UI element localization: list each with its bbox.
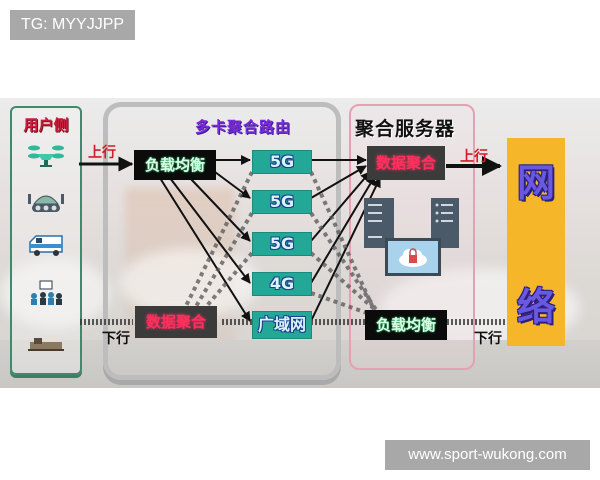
- downlink-label-user: 下行: [102, 331, 130, 347]
- van-icon: [29, 235, 63, 256]
- background-cloud: [0, 258, 110, 328]
- downlink-label-server: 下行: [474, 331, 502, 347]
- uplink-label-server: 上行: [460, 149, 488, 165]
- link-5g-3: 5G: [252, 232, 312, 256]
- link-4g: 4G: [252, 272, 312, 296]
- uplink-label-user: 上行: [88, 145, 116, 161]
- link-5g-1: 5G: [252, 150, 312, 174]
- background-ground: [0, 340, 600, 388]
- router-title: 多卡聚合路由: [195, 118, 292, 136]
- user-side-panel: 用户侧: [10, 106, 82, 375]
- router-load-balancer: 负载均衡: [134, 150, 216, 180]
- link-wan: 广域网: [252, 311, 312, 339]
- user-side-title: 用户侧: [23, 116, 69, 134]
- robot-icon: [28, 194, 64, 212]
- server-title: 聚合服务器: [355, 118, 456, 140]
- router-data-aggregation: 数据聚合: [135, 306, 217, 338]
- watermark-top: TG: MYYJJPP: [10, 10, 135, 40]
- multi-card-router-panel: [103, 102, 341, 380]
- video-conference-icon: [31, 280, 62, 305]
- construction-site-icon: [28, 335, 64, 351]
- internet-char-1: 网: [516, 161, 555, 205]
- link-5g-2: 5G: [252, 190, 312, 214]
- cloud-lock-monitor-icon: [385, 238, 441, 276]
- internet-char-2: 络: [516, 285, 555, 329]
- network-aggregation-diagram: 用户侧: [0, 98, 600, 388]
- server-load-balancer: 负载均衡: [365, 310, 447, 340]
- internet-box: 网 络: [507, 138, 565, 346]
- drone-icon: [28, 145, 64, 167]
- watermark-bottom: www.sport-wukong.com: [385, 440, 590, 470]
- server-data-aggregation: 数据聚合: [367, 146, 445, 180]
